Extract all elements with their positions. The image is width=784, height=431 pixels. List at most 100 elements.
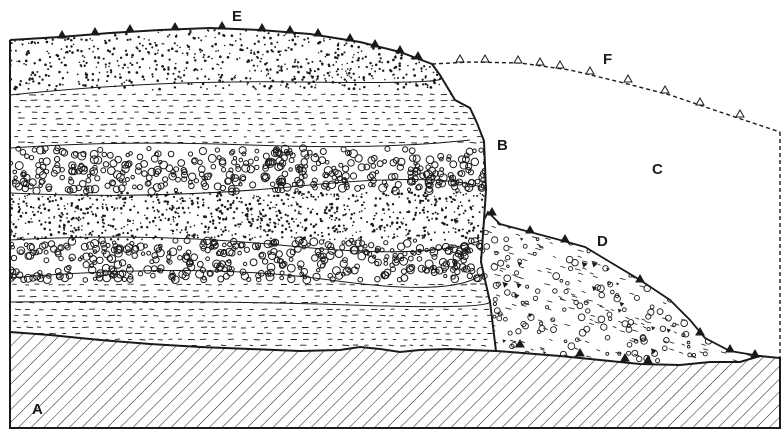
sand-grain	[12, 27, 14, 29]
sand-grain	[378, 85, 380, 87]
gravel-pebble	[110, 160, 117, 167]
sand-grain	[191, 83, 193, 85]
sand-grain	[383, 227, 385, 229]
sand-grain	[73, 43, 75, 45]
silt-stroke	[219, 112, 226, 113]
sand-grain	[161, 65, 164, 68]
sand-grain	[299, 206, 301, 208]
gravel-pebble	[383, 160, 387, 164]
silt-stroke	[303, 100, 309, 101]
sand-grain	[460, 201, 462, 203]
sand-grain	[259, 197, 261, 199]
sand-grain	[423, 36, 425, 38]
sand-grain	[424, 234, 427, 237]
talus-stroke	[578, 256, 582, 258]
talus-stroke	[538, 320, 542, 322]
talus-stroke	[553, 324, 557, 326]
sand-grain	[310, 194, 312, 196]
sand-grain	[476, 195, 478, 197]
sand-grain	[382, 39, 384, 41]
silt-stroke	[448, 136, 453, 137]
talus-stroke	[669, 349, 674, 351]
sand-grain	[323, 26, 326, 29]
sand-grain	[361, 193, 363, 195]
sand-grain	[231, 44, 233, 46]
silt-stroke	[125, 130, 129, 131]
sand-grain	[103, 58, 105, 60]
sand-grain	[343, 51, 345, 53]
sand-grain	[465, 86, 466, 87]
sand-grain	[388, 195, 390, 197]
sand-grain	[415, 82, 417, 84]
sand-grain	[277, 59, 279, 61]
gravel-pebble	[364, 245, 368, 249]
sand-grain	[197, 234, 199, 236]
silt-stroke	[50, 94, 53, 95]
sand-grain	[397, 29, 399, 31]
sand-grain	[449, 27, 451, 29]
sand-grain	[146, 217, 149, 220]
sand-grain	[186, 231, 188, 233]
sand-grain	[434, 204, 437, 207]
sand-grain	[297, 71, 300, 74]
sand-grain	[395, 35, 397, 37]
sand-grain	[397, 77, 399, 79]
sand-grain	[210, 25, 212, 27]
sand-grain	[352, 225, 354, 227]
sand-grain	[489, 217, 491, 219]
silt-stroke	[318, 106, 323, 107]
sand-grain	[78, 199, 80, 201]
silt-stroke	[198, 130, 201, 131]
sand-grain	[184, 70, 186, 72]
sand-grain	[189, 49, 190, 50]
silt-stroke	[361, 290, 365, 291]
sand-grain	[266, 50, 269, 53]
sand-grain	[314, 70, 316, 72]
sand-grain	[414, 199, 416, 201]
sand-grain	[11, 198, 13, 200]
sand-grain	[399, 211, 401, 213]
silt-stroke	[317, 327, 322, 328]
talus-stroke	[505, 308, 511, 310]
sand-grain	[344, 44, 346, 46]
silt-stroke	[443, 327, 447, 328]
sand-grain	[486, 31, 488, 33]
talus-stroke	[619, 251, 622, 253]
sand-grain	[169, 207, 171, 209]
silt-stroke	[235, 345, 241, 346]
sand-grain	[210, 212, 212, 214]
talus-pebble	[628, 320, 633, 325]
silt-stroke	[440, 124, 447, 125]
sand-grain	[444, 54, 446, 56]
sand-grain	[220, 229, 222, 231]
gravel-pebble	[479, 148, 483, 152]
sand-grain	[182, 52, 184, 54]
talus-stroke	[707, 276, 713, 278]
silt-stroke	[49, 333, 56, 334]
sand-grain	[326, 31, 328, 33]
sand-grain	[191, 200, 194, 203]
sand-grain	[69, 50, 71, 52]
silt-stroke	[276, 130, 282, 131]
sand-grain	[217, 50, 219, 52]
sand-grain	[310, 223, 312, 225]
sand-grain	[204, 59, 207, 62]
gravel-pebble	[59, 256, 63, 260]
talus-stroke	[662, 219, 665, 221]
silt-stroke	[372, 290, 377, 291]
silt-stroke	[401, 315, 405, 316]
sand-grain	[420, 28, 422, 30]
sand-grain	[49, 56, 51, 58]
gravel-pebble	[408, 256, 413, 261]
sand-grain	[328, 233, 330, 235]
sand-grain	[180, 77, 182, 79]
sand-grain	[292, 65, 294, 67]
sand-grain	[336, 70, 338, 72]
talus-stroke	[635, 220, 639, 222]
sand-grain	[423, 227, 426, 230]
sand-grain	[200, 25, 202, 27]
sand-grain	[326, 53, 329, 56]
talus-pebble	[577, 303, 583, 309]
sand-grain	[214, 227, 217, 230]
silt-stroke	[244, 284, 248, 285]
